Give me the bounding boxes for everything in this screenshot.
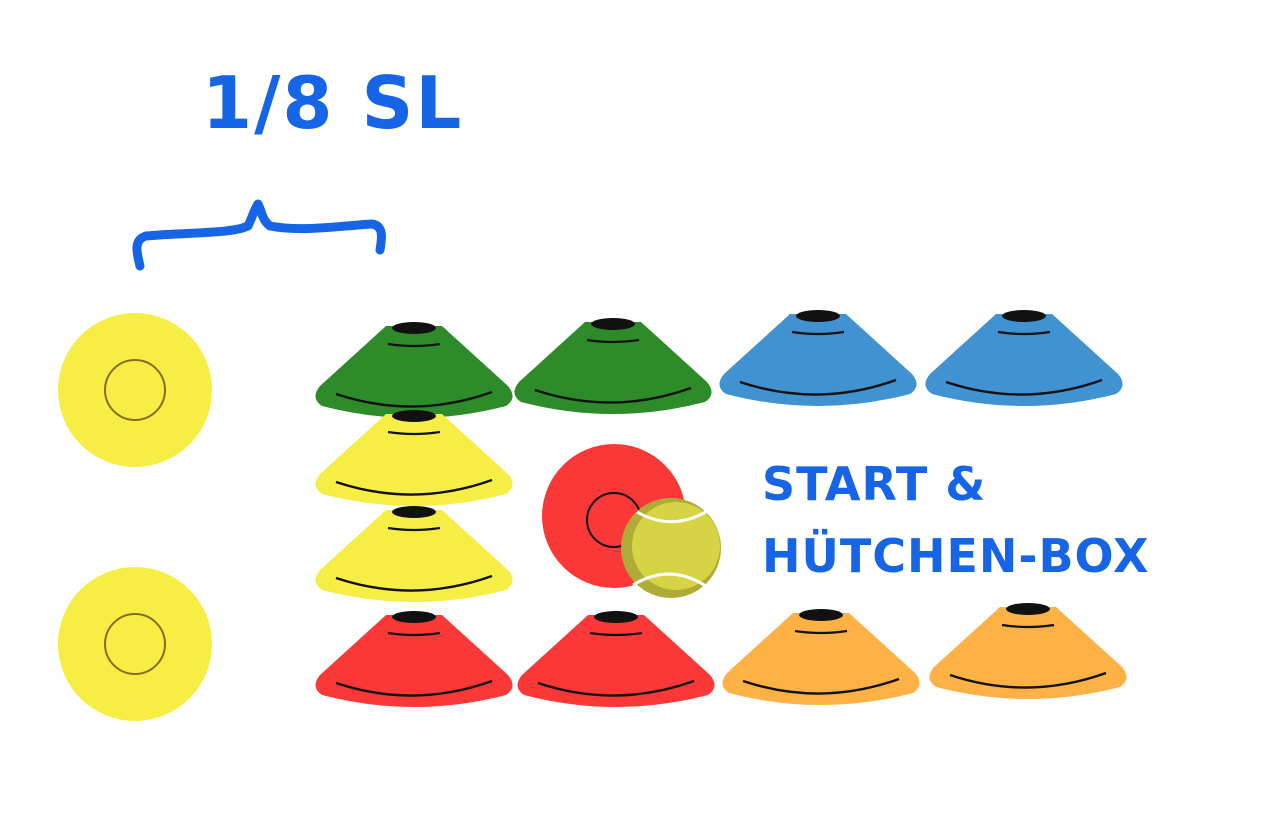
training-cone-icon [314, 408, 514, 508]
training-cone-icon [513, 316, 713, 416]
flat-disc-marker-icon [58, 313, 212, 467]
training-cone-icon [928, 601, 1128, 701]
training-cone-icon [314, 609, 514, 709]
training-cone-icon [314, 320, 514, 420]
training-cone-icon [718, 308, 918, 408]
distance-label: 1/8 SL [202, 61, 463, 145]
start-box-label-line1: START & [762, 457, 986, 511]
start-box-label-line2: HÜTCHEN-BOX [762, 529, 1150, 583]
training-cone-icon [924, 308, 1124, 408]
flat-disc-marker-icon [58, 567, 212, 721]
tennis-ball-icon [621, 498, 721, 598]
training-cone-icon [721, 607, 921, 707]
training-cone-icon [516, 609, 716, 709]
curly-brace-icon [132, 199, 387, 271]
training-cone-icon [314, 504, 514, 604]
